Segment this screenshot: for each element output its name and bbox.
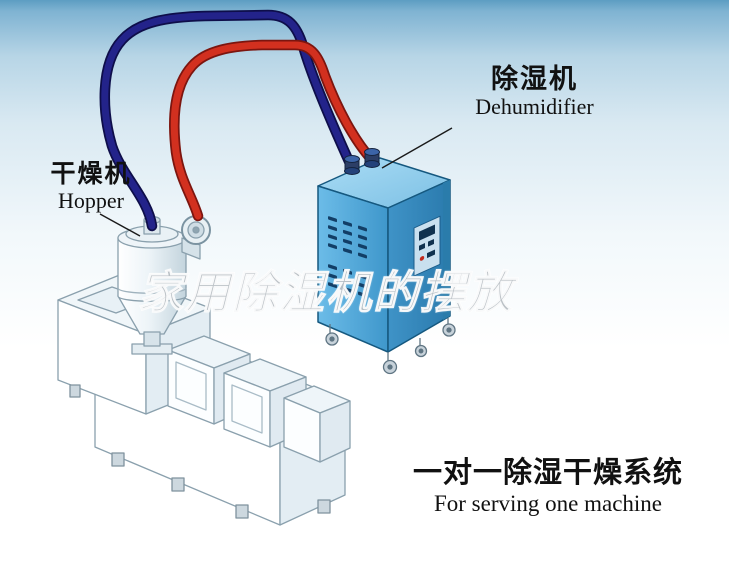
caption-zh: 一对一除湿干燥系统	[412, 455, 683, 489]
machine-foot	[69, 384, 81, 398]
label-caption: 一对一除湿干燥系统 For serving one machine	[392, 455, 704, 517]
panel-button	[419, 243, 425, 251]
cabinet-control-panel	[413, 215, 441, 277]
watermark-text: 家用除湿机的摆放	[137, 266, 515, 320]
machine-foot	[317, 499, 331, 514]
machine-foot	[235, 504, 249, 519]
dehumidifier-cabinet	[317, 157, 456, 375]
caster-wheels	[325, 318, 456, 375]
dehumidifier-label-zh: 除湿机	[491, 64, 578, 95]
hopper-neck	[143, 331, 161, 347]
hopper-label-en: Hopper	[58, 187, 124, 213]
cabinet-hose-ports	[344, 148, 380, 175]
cabinet-vents-lower	[328, 264, 367, 298]
hopper-body	[117, 237, 187, 302]
hopper-leader-line	[99, 213, 141, 237]
extruder-machine	[57, 273, 351, 526]
caption-en: For serving one machine	[433, 491, 663, 517]
panel-indicator-light	[419, 255, 425, 261]
hopper-label-zh: 干燥机	[50, 159, 132, 188]
return-hose-blue	[99, 9, 358, 232]
panel-display	[419, 224, 435, 241]
dehumidifier-label-en: Dehumidifier	[475, 94, 594, 120]
cabinet-vents-upper	[328, 216, 367, 259]
supply-hose-red	[169, 39, 378, 222]
machine-foot	[171, 477, 185, 492]
panel-button	[428, 238, 434, 247]
dehumidifier-leader-line	[381, 127, 453, 169]
machine-foot	[111, 452, 125, 467]
label-dehumidifier: 除湿机 Dehumidifier	[452, 64, 617, 119]
hopper-dryer	[117, 215, 211, 355]
cabinet-edge-band	[443, 180, 450, 320]
label-hopper: 干燥机 Hopper	[36, 159, 146, 213]
leader-lines	[99, 127, 453, 237]
